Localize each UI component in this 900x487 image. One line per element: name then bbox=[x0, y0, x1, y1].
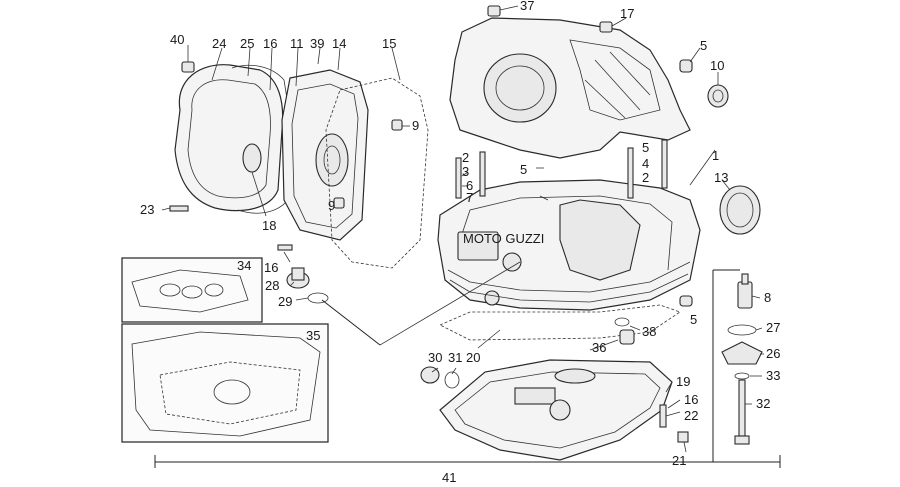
label-6: 6 bbox=[466, 178, 473, 193]
upper-crankcase bbox=[449, 17, 691, 159]
label-2-left: 2 bbox=[462, 150, 469, 165]
label-9-left: 9 bbox=[328, 198, 335, 213]
drain-plug-30 bbox=[420, 366, 440, 384]
gasket-15 bbox=[325, 77, 429, 269]
plug-17 bbox=[599, 21, 613, 33]
label-16-top: 16 bbox=[263, 36, 277, 51]
label-25: 25 bbox=[240, 36, 254, 51]
label-17: 17 bbox=[620, 6, 634, 21]
bolt-32 bbox=[734, 379, 750, 445]
label-5-mid: 5 bbox=[642, 140, 649, 155]
label-21: 21 bbox=[672, 453, 686, 468]
seal-13 bbox=[719, 185, 761, 235]
o-ring-27 bbox=[727, 324, 757, 336]
dowel-5-right bbox=[679, 295, 693, 307]
oil-pressure-switch-8 bbox=[737, 273, 753, 309]
label-11: 11 bbox=[290, 36, 304, 51]
bushing-10 bbox=[707, 84, 729, 108]
label-16-right: 16 bbox=[684, 392, 698, 407]
label-19: 19 bbox=[676, 374, 690, 389]
label-9-right: 9 bbox=[412, 118, 419, 133]
gasket-kit-box-34 bbox=[121, 257, 263, 323]
plug-21 bbox=[677, 431, 689, 443]
bracket-lines bbox=[154, 269, 781, 468]
label-29: 29 bbox=[278, 294, 292, 309]
label-28: 28 bbox=[265, 278, 279, 293]
label-18: 18 bbox=[262, 218, 276, 233]
washer-31 bbox=[444, 371, 460, 389]
label-26: 26 bbox=[766, 346, 780, 361]
label-40: 40 bbox=[170, 32, 184, 47]
label-35: 35 bbox=[306, 328, 320, 343]
label-16-left: 16 bbox=[264, 260, 278, 275]
dowel-5-top bbox=[679, 59, 693, 73]
label-27: 27 bbox=[766, 320, 780, 335]
label-1: 1 bbox=[712, 148, 719, 163]
bolt-16-left bbox=[277, 244, 293, 251]
front-cover bbox=[174, 64, 284, 212]
label-23: 23 bbox=[140, 202, 154, 217]
label-3: 3 bbox=[462, 164, 469, 179]
dipstick bbox=[321, 299, 381, 346]
label-36: 36 bbox=[592, 340, 606, 355]
label-32: 32 bbox=[756, 396, 770, 411]
fitting-36 bbox=[619, 329, 635, 345]
label-37: 37 bbox=[520, 0, 534, 13]
leader-lines bbox=[161, 5, 764, 453]
nut-40 bbox=[181, 61, 195, 73]
label-7: 7 bbox=[466, 190, 473, 205]
studs bbox=[455, 139, 668, 199]
label-33: 33 bbox=[766, 368, 780, 383]
label-5-top: 5 bbox=[700, 38, 707, 53]
label-31: 31 bbox=[448, 350, 462, 365]
o-ring-29 bbox=[307, 292, 329, 304]
callout-labels: 40 24 25 16 11 39 14 15 9 9 37 17 5 10 1… bbox=[140, 0, 780, 485]
breather-28 bbox=[286, 267, 310, 289]
label-38: 38 bbox=[642, 324, 656, 339]
label-2-right: 2 bbox=[642, 170, 649, 185]
label-5-right: 5 bbox=[690, 312, 697, 327]
ring-38 bbox=[614, 317, 630, 327]
plug-37 bbox=[487, 5, 501, 17]
label-5-left: 5 bbox=[520, 162, 527, 177]
label-30: 30 bbox=[428, 350, 442, 365]
dowel-9 bbox=[333, 119, 403, 209]
label-4: 4 bbox=[642, 156, 649, 171]
bolt-23 bbox=[169, 205, 189, 212]
bolt-22 bbox=[659, 404, 667, 428]
gasket-kit-box-35 bbox=[121, 323, 329, 443]
label-8: 8 bbox=[764, 290, 771, 305]
label-41: 41 bbox=[442, 470, 456, 485]
label-15: 15 bbox=[382, 36, 396, 51]
main-crankcase: MOTO GUZZI bbox=[437, 179, 701, 311]
label-13: 13 bbox=[714, 170, 728, 185]
label-24: 24 bbox=[212, 36, 226, 51]
label-22: 22 bbox=[684, 408, 698, 423]
label-10: 10 bbox=[710, 58, 724, 73]
label-14: 14 bbox=[332, 36, 346, 51]
label-20: 20 bbox=[466, 350, 480, 365]
timing-cover bbox=[281, 69, 369, 241]
sump-gasket bbox=[439, 304, 681, 341]
oil-sump bbox=[439, 359, 673, 461]
block-cast-text: MOTO GUZZI bbox=[463, 231, 544, 246]
label-39: 39 bbox=[310, 36, 324, 51]
filter-housing-26 bbox=[721, 341, 763, 365]
washer-33 bbox=[734, 372, 750, 380]
label-34: 34 bbox=[237, 258, 251, 273]
